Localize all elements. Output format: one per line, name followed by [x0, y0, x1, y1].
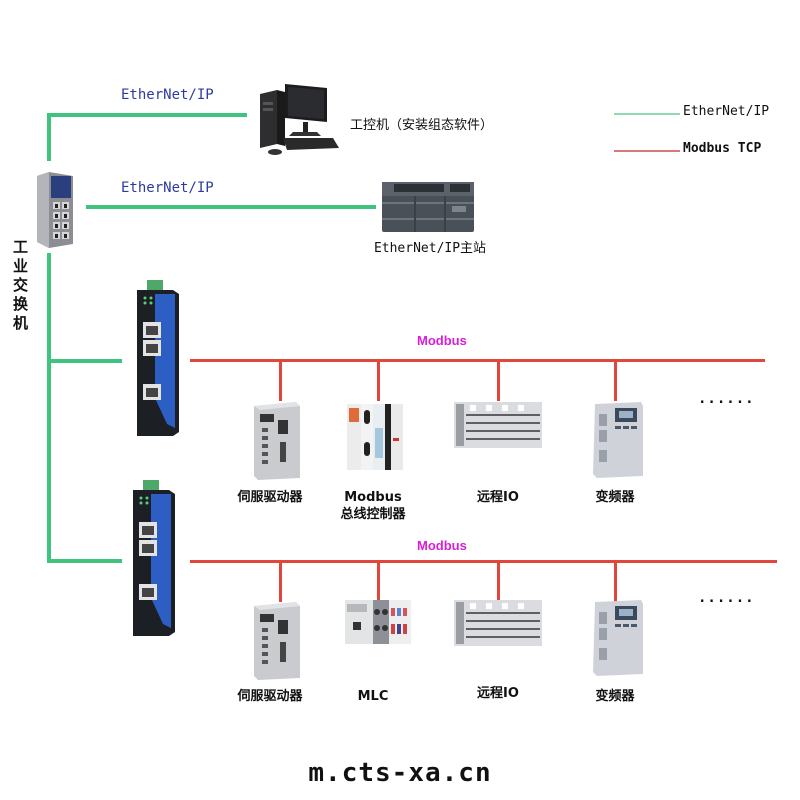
device-label-1-1: 伺服驱动器: [237, 490, 303, 505]
modbus-bus-2: [190, 560, 777, 563]
ethernet-trunk-vertical: [47, 253, 51, 563]
servo-drive-icon: [254, 402, 300, 480]
device-label-2-4: 变频器: [595, 689, 635, 704]
device-label-1-4: 变频器: [595, 490, 635, 505]
remote-io-2-icon: [454, 600, 542, 646]
modbus-drop-2-3: [497, 560, 500, 600]
modbus-drop-1-3: [497, 359, 500, 401]
legend-modbus-label: Modbus TCP: [683, 141, 762, 156]
ethernet-link-top-vertical: [47, 113, 51, 161]
watermark-url: m.cts-xa.cn: [308, 758, 492, 788]
ethernet-link-gateway1: [47, 359, 122, 363]
legend-ethernet-line: [614, 113, 680, 115]
ethernet-link-gateway2: [47, 559, 122, 563]
bus-controller-icon: [347, 404, 403, 470]
modbus-bus-1-label: Modbus: [417, 333, 467, 348]
industrial-pc-icon: [260, 84, 339, 155]
legend-ethernet-label: EtherNet/IP: [683, 104, 770, 119]
modbus-bus-1: [190, 359, 765, 362]
device-label-1-2-line1: Modbus: [344, 490, 402, 505]
device-label-2-1: 伺服驱动器: [237, 689, 303, 704]
modbus-drop-1-4: [614, 359, 617, 401]
industrial-switch-label: 工业交换机: [13, 238, 29, 332]
device-label-1-3: 远程IO: [477, 490, 519, 505]
modbus-gateway-1-icon: [137, 280, 179, 436]
ethernet-label-master: EtherNet/IP: [121, 180, 214, 196]
device-label-2-2: MLC: [357, 689, 389, 704]
ethernet-link-master: [86, 205, 376, 209]
plc-master-icon: [382, 182, 474, 232]
modbus-bus-2-label: Modbus: [417, 538, 467, 553]
vfd-2-icon: [593, 600, 643, 676]
modbus-drop-1-1: [279, 359, 282, 401]
ethernet-label-top: EtherNet/IP: [121, 87, 214, 103]
servo-drive-2-icon: [254, 602, 300, 680]
industrial-pc-label: 工控机（安装组态软件）: [350, 118, 494, 133]
modbus-gateway-2-icon: [133, 480, 175, 636]
modbus-drop-2-2: [377, 560, 380, 600]
device-label-1-2: Modbus 总线控制器: [318, 489, 428, 523]
modbus-drop-2-1: [279, 560, 282, 602]
more-devices-2: ......: [698, 590, 755, 606]
modbus-drop-2-4: [614, 560, 617, 602]
vfd-icon: [593, 402, 643, 478]
device-label-1-2-line2: 总线控制器: [340, 507, 406, 522]
device-label-2-3: 远程IO: [477, 686, 519, 701]
more-devices-1: ......: [698, 391, 755, 407]
ethernet-link-top-horizontal: [47, 113, 247, 117]
modbus-drop-1-2: [377, 359, 380, 401]
mlc-icon: [345, 600, 411, 644]
industrial-switch-icon: [37, 172, 73, 248]
legend-modbus-line: [614, 150, 680, 152]
remote-io-icon: [454, 402, 542, 448]
plc-master-label: EtherNet/IP主站: [373, 241, 487, 256]
